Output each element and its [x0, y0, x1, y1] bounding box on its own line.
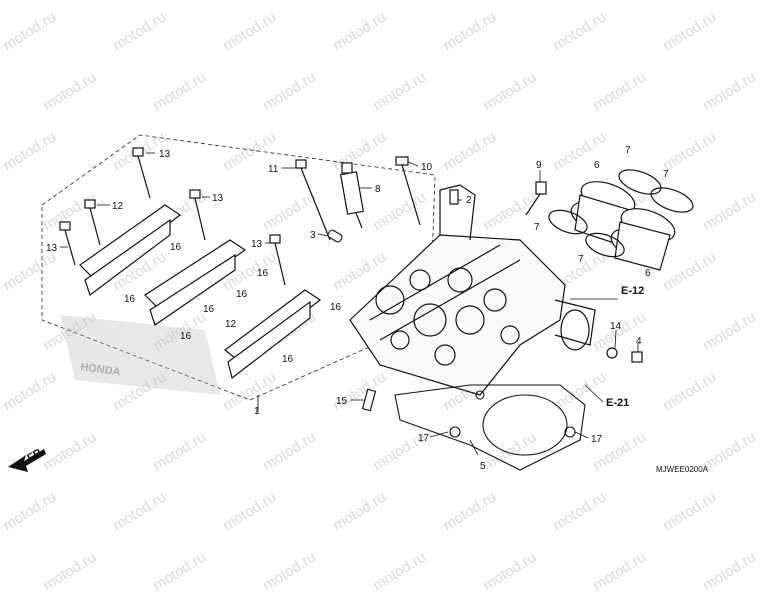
cylinder-head — [349, 184, 596, 396]
label-16a: 16 — [170, 242, 182, 253]
label-12b: 12 — [225, 319, 237, 330]
rocker-holder-1 — [79, 204, 182, 296]
label-17a: 17 — [418, 433, 430, 444]
label-13d: 13 — [251, 239, 263, 250]
rocker-holder-3 — [224, 289, 322, 380]
label-7b: 7 — [663, 169, 669, 180]
label-13a: 13 — [159, 149, 171, 160]
ref-e12: E-12 — [621, 285, 644, 297]
label-16c: 16 — [257, 268, 269, 279]
hose-clamps — [548, 169, 694, 258]
insulators — [570, 181, 676, 271]
label-7c: 7 — [534, 222, 540, 233]
spark-plug — [339, 162, 365, 229]
label-6a: 6 — [594, 160, 600, 171]
label-6b: 6 — [645, 268, 651, 279]
label-16b: 16 — [124, 294, 136, 305]
bolts — [59, 147, 643, 412]
label-5: 5 — [480, 461, 486, 472]
label-16h: 16 — [282, 354, 294, 365]
label-10: 10 — [421, 162, 433, 173]
head-gasket — [394, 384, 586, 471]
honda-ghost-logo: HONDA — [60, 315, 220, 395]
label-13b: 13 — [46, 243, 58, 254]
ref-e21: E-21 — [606, 397, 629, 409]
label-13c: 13 — [212, 193, 224, 204]
label-9: 9 — [536, 160, 542, 171]
label-16e: 16 — [203, 304, 215, 315]
label-16d: 16 — [236, 289, 248, 300]
part-labels: 1 2 3 4 5 6 6 7 7 7 7 8 9 10 11 12 12 13… — [46, 145, 709, 474]
diagram-code: MJWEE0200A — [656, 465, 709, 474]
front-direction-arrow: FR. — [8, 445, 47, 472]
label-11: 11 — [268, 164, 279, 175]
leader-lines — [60, 152, 639, 456]
label-3: 3 — [310, 230, 316, 241]
label-15: 15 — [336, 396, 348, 407]
label-7a: 7 — [625, 145, 631, 156]
label-14: 14 — [610, 321, 622, 332]
label-8: 8 — [375, 184, 381, 195]
rocker-holder-2 — [144, 239, 247, 326]
label-16f: 16 — [180, 331, 192, 342]
label-2: 2 — [466, 195, 472, 206]
dowel-pin — [327, 229, 343, 243]
label-4: 4 — [636, 336, 642, 347]
label-7d: 7 — [578, 254, 584, 265]
label-17b: 17 — [591, 434, 603, 445]
svg-text:HONDA: HONDA — [80, 361, 122, 379]
label-1: 1 — [254, 406, 260, 417]
label-16g: 16 — [330, 302, 342, 313]
label-12a: 12 — [112, 201, 124, 212]
